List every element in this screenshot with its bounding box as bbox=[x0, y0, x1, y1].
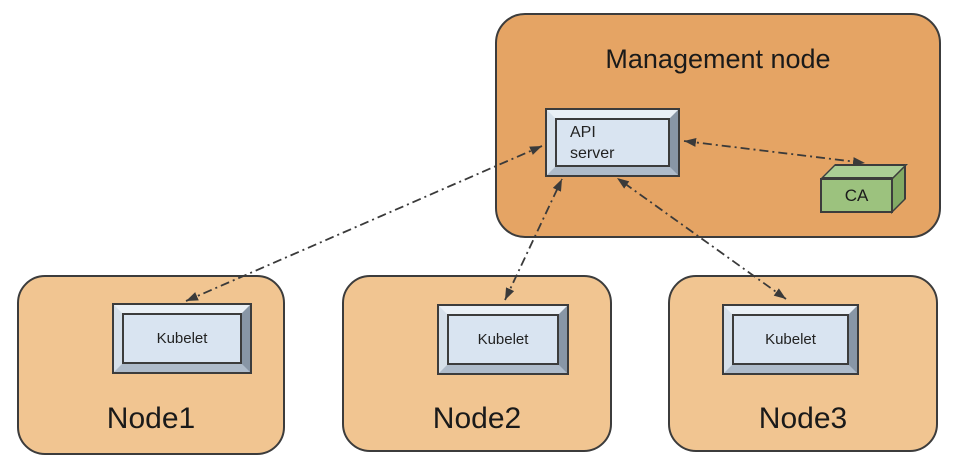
kubelet-box-node1: Kubelet bbox=[112, 303, 252, 374]
worker-node1-box: Kubelet Node1 bbox=[17, 275, 285, 455]
kubelet-box-node3: Kubelet bbox=[722, 304, 859, 375]
kubelet-label-node1: Kubelet bbox=[122, 313, 242, 364]
ca-label: CA bbox=[820, 178, 893, 213]
kubelet-label-node3: Kubelet bbox=[732, 314, 849, 365]
kubelet-bevel-node1: Kubelet bbox=[114, 305, 250, 372]
kubelet-bevel-node3: Kubelet bbox=[724, 306, 857, 373]
ca-box: CA bbox=[820, 164, 909, 214]
api-server-label: API server bbox=[570, 123, 615, 162]
management-node-label: Management node bbox=[605, 44, 831, 74]
node1-label: Node1 bbox=[106, 402, 196, 435]
worker-node3-box: Kubelet Node3 bbox=[668, 275, 938, 452]
node3-label: Node3 bbox=[758, 402, 848, 435]
management-node-box: Management node API server CA bbox=[495, 13, 941, 238]
kubelet-label-node2: Kubelet bbox=[447, 314, 559, 365]
api-server-face: API server bbox=[555, 118, 670, 167]
worker-node2-box: Kubelet Node2 bbox=[342, 275, 612, 452]
kubelet-bevel-node2: Kubelet bbox=[439, 306, 567, 373]
api-server-bevel: API server bbox=[547, 110, 678, 175]
kubelet-box-node2: Kubelet bbox=[437, 304, 569, 375]
api-server-box: API server bbox=[545, 108, 680, 177]
node2-label: Node2 bbox=[432, 402, 522, 435]
